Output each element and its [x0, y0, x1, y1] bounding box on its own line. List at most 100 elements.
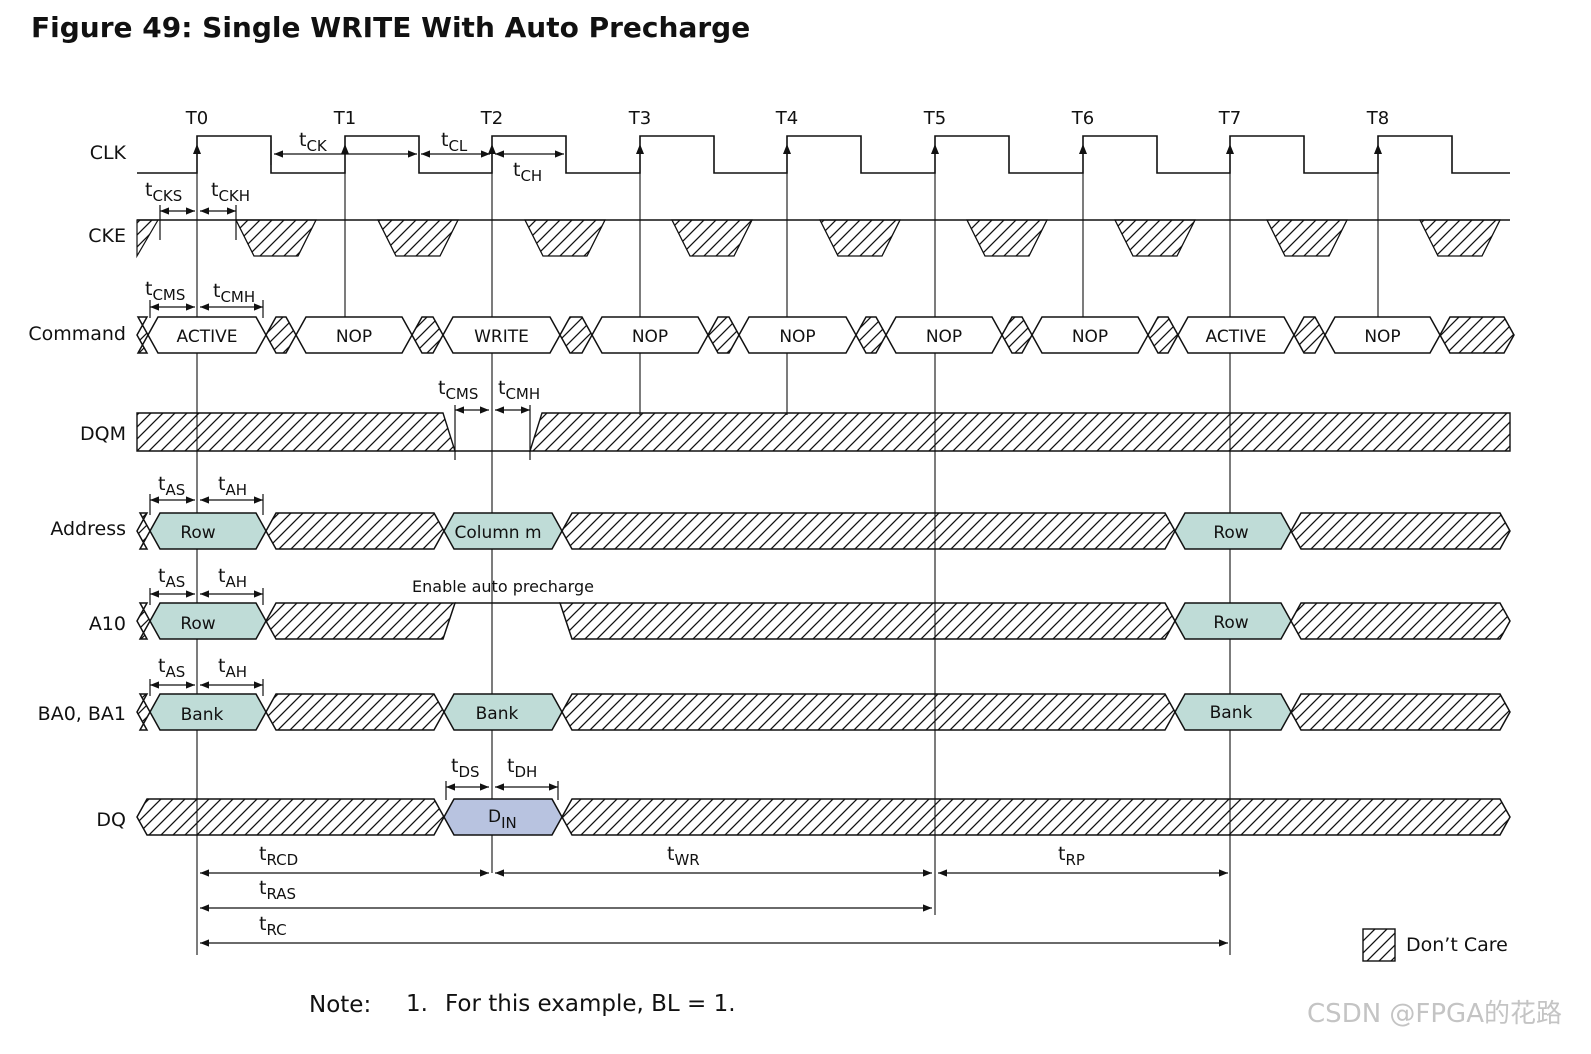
a10-dont-care: [558, 602, 1176, 640]
clock-label-t1: T1: [333, 108, 356, 129]
clock-label-t2: T2: [480, 108, 503, 129]
address-label-column: Column m: [454, 523, 541, 543]
timing-label-tah-a10: tAH: [218, 565, 247, 591]
command-dont-care: [559, 316, 593, 354]
ba-dont-care: [1290, 693, 1511, 731]
timing-label-tcmh: tCMH: [213, 280, 255, 306]
clock-label-t5: T5: [923, 108, 946, 129]
command-dont-care: [265, 316, 297, 354]
cke-dont-care-region: [376, 219, 460, 257]
clock-label-t0: T0: [185, 108, 208, 129]
dq-bus: DIN: [136, 798, 1511, 836]
timing-label-tdh: tDH: [507, 755, 537, 781]
timing-label-tckh: tCKH: [211, 179, 250, 205]
signal-label-cke: CKE: [88, 225, 126, 247]
clock-labels: T0 T1 T2 T3 T4 T5 T6 T7 T8: [185, 108, 1389, 129]
note-prefix: Note:: [309, 992, 371, 1018]
timing-arrows: [149, 140, 1228, 947]
command-segment: [1324, 316, 1441, 354]
clk-edge-arrows: [193, 144, 1382, 154]
cke-dont-care-region: [1418, 219, 1502, 257]
a10-label-row: Row: [1213, 613, 1248, 633]
address-dont-care: [561, 512, 1176, 550]
command-segment: [295, 316, 413, 354]
timing-label-tck: tCK: [299, 129, 328, 155]
cke-dont-care-region: [234, 219, 318, 257]
command-label: NOP: [632, 327, 668, 347]
clock-label-t3: T3: [628, 108, 651, 129]
timing-label-tas-address: tAS: [158, 473, 185, 499]
command-segment: [1177, 316, 1295, 354]
signal-label-ba: BA0, BA1: [38, 703, 126, 725]
clock-label-t8: T8: [1366, 108, 1389, 129]
signal-label-a10: A10: [89, 613, 126, 635]
address-label-row: Row: [180, 523, 215, 543]
command-label: ACTIVE: [1206, 327, 1267, 347]
signal-label-dq: DQ: [96, 809, 126, 831]
timing-label-tah-address: tAH: [218, 473, 247, 499]
address-dont-care: [1290, 512, 1511, 550]
timing-label-tras: tRAS: [259, 877, 296, 903]
clk-waveform: [137, 135, 1510, 174]
figure-title: Figure 49: Single WRITE With Auto Precha…: [31, 11, 750, 44]
signal-label-address: Address: [50, 518, 126, 540]
cke-dont-care-region: [818, 219, 902, 257]
command-segment: [442, 316, 561, 354]
watermark: CSDN @FPGA的花路: [1307, 999, 1562, 1029]
command-dont-care: [136, 316, 149, 354]
ba-dont-care: [136, 693, 151, 731]
timing-label-trp: tRP: [1058, 843, 1085, 869]
dq-dont-care: [561, 798, 1511, 836]
a10-dont-care: [1290, 602, 1511, 640]
timing-label-tas-a10: tAS: [158, 565, 185, 591]
command-segment: [738, 316, 857, 354]
timing-label-tds: tDS: [451, 755, 480, 781]
timing-label-tch: tCH: [513, 159, 542, 185]
cke-dont-care-region: [670, 219, 754, 257]
address-bus: Row Column m Row: [136, 512, 1511, 550]
clock-edge-guides: [196, 170, 1379, 955]
command-dont-care: [1439, 316, 1515, 354]
command-dont-care: [411, 316, 444, 354]
clock-label-t4: T4: [775, 108, 798, 129]
command-dont-care: [1293, 316, 1326, 354]
command-label: NOP: [1072, 327, 1108, 347]
timing-label-trcd: tRCD: [259, 843, 298, 869]
timing-label-tcms: tCMS: [145, 278, 185, 304]
dq-dont-care: [136, 798, 445, 836]
command-label: NOP: [926, 327, 962, 347]
cke-dont-care-regions: [234, 219, 1502, 257]
cke-dont-care-region: [1265, 219, 1349, 257]
a10-dont-care: [265, 602, 457, 640]
command-label: NOP: [1364, 327, 1400, 347]
timing-label-tcl: tCL: [441, 129, 468, 155]
timing-label-tas-ba: tAS: [158, 655, 185, 681]
command-dont-care: [1147, 316, 1179, 354]
signal-label-command: Command: [28, 323, 126, 345]
timing-label-tah-ba: tAH: [218, 655, 247, 681]
command-segment: [885, 316, 1003, 354]
command-label: NOP: [336, 327, 372, 347]
command-segment: [147, 316, 267, 354]
command-segment: [591, 316, 709, 354]
legend-hatch-swatch: [1362, 928, 1396, 962]
command-label: NOP: [779, 327, 815, 347]
command-segment: [1031, 316, 1149, 354]
command-dont-care: [855, 316, 887, 354]
timing-label-trc: tRC: [259, 913, 287, 939]
note-text: For this example, BL = 1.: [445, 991, 736, 1017]
ba-dont-care: [265, 693, 445, 731]
ba-label-bank: Bank: [476, 704, 519, 724]
address-label-row: Row: [1213, 523, 1248, 543]
timing-labels: tCK tCL tCH tCKS tCKH tCMS tCMH tCMS tCM…: [145, 129, 1085, 939]
ba-dont-care: [561, 693, 1176, 731]
command-label: ACTIVE: [177, 327, 238, 347]
dqm-waveform: [136, 412, 1511, 452]
cke-dont-care-region: [523, 219, 607, 257]
note-number: 1.: [406, 991, 428, 1017]
command-dont-care: [707, 316, 740, 354]
cke-dont-care-region: [1113, 219, 1197, 257]
